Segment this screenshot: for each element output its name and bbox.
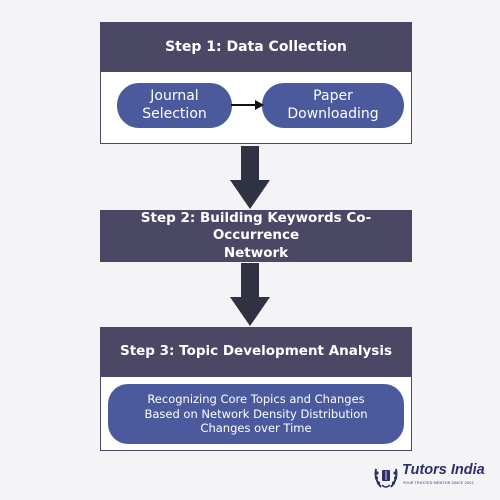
step1-connector-arrow: [231, 100, 264, 110]
journal-selection-node: Journal Selection: [117, 83, 232, 128]
step2-header: Step 2: Building Keywords Co-Occurrence …: [100, 210, 412, 262]
brand-tagline: YOUR TRUSTED MENTOR SINCE 2001: [403, 481, 475, 485]
brand-name: Tutors India: [402, 462, 485, 478]
step3-header: Step 3: Topic Development Analysis: [100, 327, 412, 377]
step2-title: Step 2: Building Keywords Co-Occurrence …: [140, 209, 372, 261]
flow-arrow-2: [230, 263, 270, 326]
step3-title: Step 3: Topic Development Analysis: [119, 343, 393, 360]
paper-downloading-label: Paper Downloading: [287, 88, 379, 122]
flow-arrow-1: [230, 146, 270, 209]
tutors-india-logo: Tutors India YOUR TRUSTED MENTOR SINCE 2…: [372, 461, 490, 493]
step1-header: Step 1: Data Collection: [100, 22, 412, 72]
paper-downloading-node: Paper Downloading: [262, 83, 404, 128]
step1-title: Step 1: Data Collection: [165, 38, 347, 55]
laurel-emblem-icon: [374, 468, 398, 488]
core-topics-label: Recognizing Core Topics and Changes Base…: [144, 392, 368, 436]
journal-selection-label: Journal Selection: [142, 88, 207, 122]
core-topics-node: Recognizing Core Topics and Changes Base…: [108, 384, 404, 444]
